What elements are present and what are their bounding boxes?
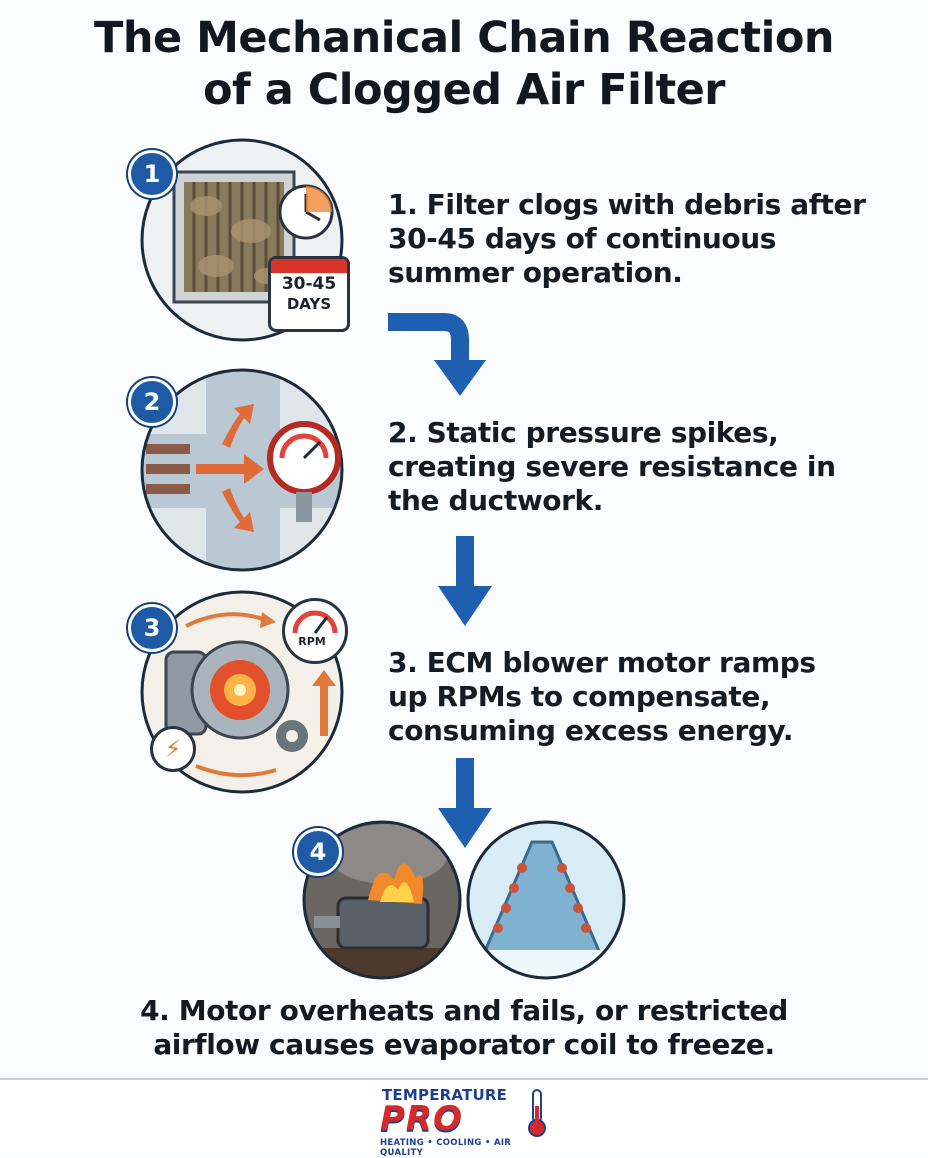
step-3-text: 3. ECM blower motor ramps up RPMs to com… [388, 646, 816, 747]
frozen-coil-illustration [466, 820, 626, 980]
page-title: The Mechanical Chain Reaction of a Clogg… [0, 12, 928, 116]
temperature-pro-logo: TEMPERATURE PRO HEATING • COOLING • AIR … [378, 1084, 550, 1158]
logo-line-1: TEMPERATURE [382, 1086, 508, 1104]
lightning-icon: ⚡ [150, 726, 196, 772]
logo-line-2: PRO [380, 1099, 464, 1139]
step-2-badge: 2 [128, 378, 176, 426]
title-line-1: The Mechanical Chain Reaction [94, 13, 834, 63]
clogged-filter-illustration [140, 138, 344, 342]
title-line-2: of a Clogged Air Filter [203, 65, 726, 115]
thermometer-icon [528, 1089, 546, 1137]
static-pressure-illustration [140, 368, 344, 572]
logo-tagline: HEATING • COOLING • AIR QUALITY [380, 1138, 512, 1158]
step-2-text: 2. Static pressure spikes, creating seve… [388, 416, 836, 517]
rpm-gauge-icon: RPM [282, 598, 348, 664]
step-4-text: 4. Motor overheats and fails, or restric… [140, 994, 788, 1061]
step-4-badge: 4 [294, 828, 342, 876]
calendar-days-range: 30-45 [281, 274, 337, 294]
footer: TEMPERATURE PRO HEATING • COOLING • AIR … [0, 1078, 928, 1158]
rpm-label: RPM [298, 635, 326, 648]
flow-arrow-2 [438, 536, 492, 626]
step-3-badge: 3 [128, 604, 176, 652]
flow-arrow-1 [388, 313, 486, 396]
overheated-motor-illustration [302, 820, 462, 980]
step-1-badge: 1 [128, 150, 176, 198]
calendar-icon: 30-45 DAYS [268, 256, 350, 332]
calendar-days-label: DAYS [286, 295, 332, 313]
flow-arrow-3 [438, 758, 492, 848]
step-1-text: 1. Filter clogs with debris after 30-45 … [388, 188, 866, 289]
